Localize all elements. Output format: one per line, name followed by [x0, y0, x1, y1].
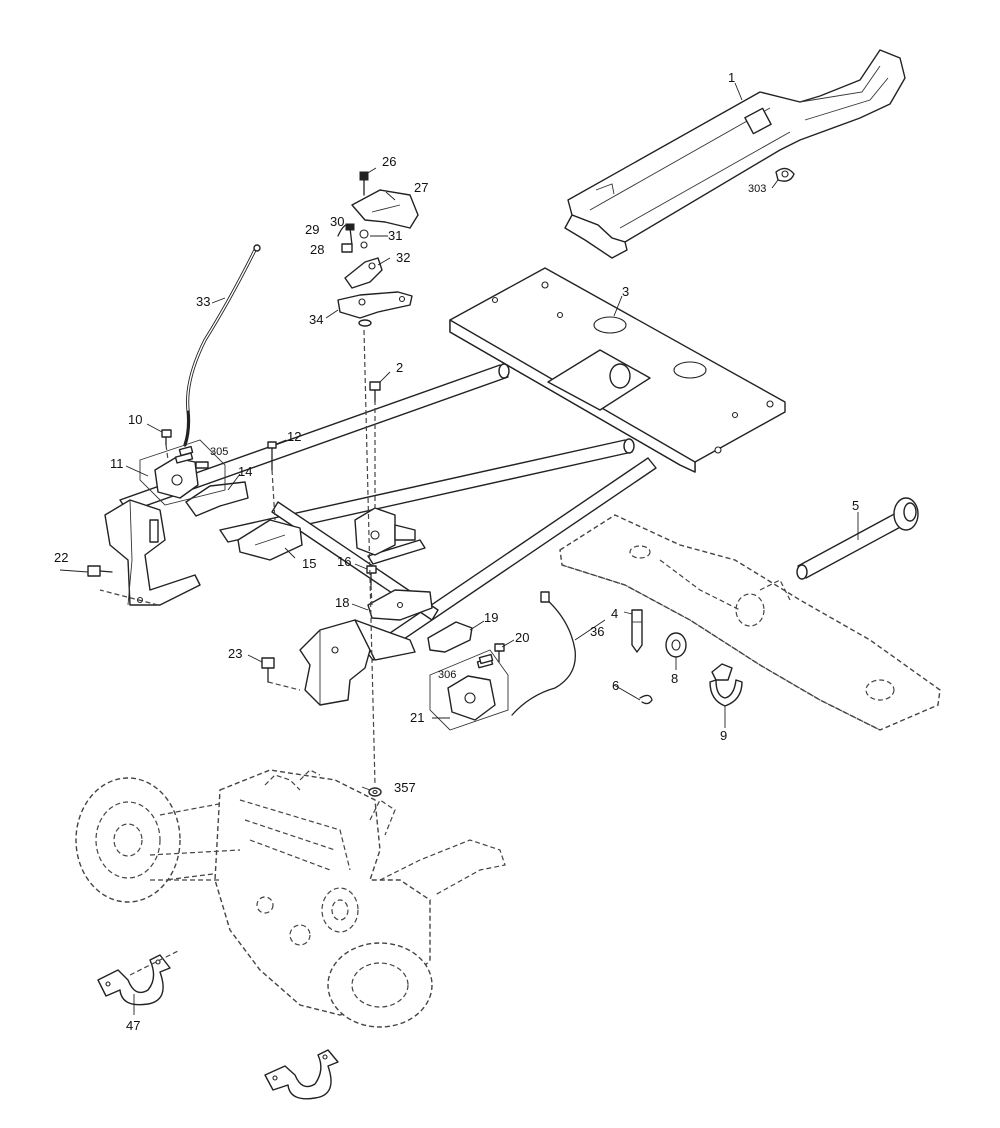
callout-27: 27: [414, 180, 428, 195]
part-5-axle-pin: [796, 497, 919, 580]
callout-2: 2: [396, 360, 403, 375]
part-1-tunnel-cover: [564, 49, 906, 259]
fasteners: [87, 381, 505, 683]
lever-assembly: [337, 171, 419, 327]
callout-5: 5: [852, 498, 859, 513]
callout-labels: 1 2 3 4 5 6 8 9 10 11 12 14 15 16 18 19 …: [54, 70, 859, 1033]
callout-26: 26: [382, 154, 396, 169]
part-4-pin: [631, 609, 643, 653]
part-14-bracket: [185, 481, 249, 517]
part-18-bracket: [367, 589, 433, 621]
callout-6: 6: [612, 678, 619, 693]
callout-306: 306: [438, 669, 456, 681]
callout-4: 4: [611, 606, 618, 621]
callout-3: 3: [622, 284, 629, 299]
part-rear-bracket: [299, 619, 416, 706]
callout-29: 29: [305, 222, 319, 237]
rear-frame-outline: [559, 514, 941, 731]
callout-19: 19: [484, 610, 498, 625]
transmission-outline: [75, 769, 506, 1028]
part-3-seat-plate: [449, 267, 786, 473]
part-9-clamp: [709, 663, 743, 707]
callout-8: 8: [671, 671, 678, 686]
callout-21: 21: [410, 710, 424, 725]
callout-22: 22: [54, 550, 68, 565]
callout-16: 16: [337, 554, 351, 569]
callout-33: 33: [196, 294, 210, 309]
callout-30: 30: [330, 214, 344, 229]
center-pedal-mount: [354, 507, 416, 556]
part-33-cable: [183, 244, 261, 447]
callout-15: 15: [302, 556, 316, 571]
part-36-cable: [511, 591, 576, 716]
callout-305: 305: [210, 446, 228, 458]
callout-23: 23: [228, 646, 242, 661]
alignment-lines: [99, 329, 376, 976]
part-357-washer: [368, 787, 382, 797]
callout-31: 31: [388, 228, 402, 243]
callout-303: 303: [748, 183, 766, 195]
callout-32: 32: [396, 250, 410, 265]
part-front-left-bracket: [104, 499, 201, 606]
part-19-bracket: [427, 621, 473, 653]
part-303-clip: [775, 167, 795, 182]
part-15-bracket: [237, 519, 303, 561]
callout-14: 14: [238, 464, 252, 479]
callout-47: 47: [126, 1018, 140, 1033]
callout-9: 9: [720, 728, 727, 743]
callout-11: 11: [110, 456, 124, 471]
part-47-clamps: [97, 954, 339, 1100]
part-8-washer: [665, 632, 687, 658]
callout-28: 28: [310, 242, 324, 257]
callout-357: 357: [394, 780, 416, 795]
callout-20: 20: [515, 630, 529, 645]
part-6-clip: [639, 694, 653, 705]
leader-lines: [59, 82, 859, 1015]
callout-12: 12: [287, 429, 301, 444]
callout-18: 18: [335, 595, 349, 610]
callout-10: 10: [128, 412, 142, 427]
part-21-brake-assembly: [429, 649, 509, 731]
part-11-brake-assembly: [139, 439, 226, 506]
callout-34: 34: [309, 312, 323, 327]
callout-1: 1: [728, 70, 735, 85]
callout-36: 36: [590, 624, 604, 639]
